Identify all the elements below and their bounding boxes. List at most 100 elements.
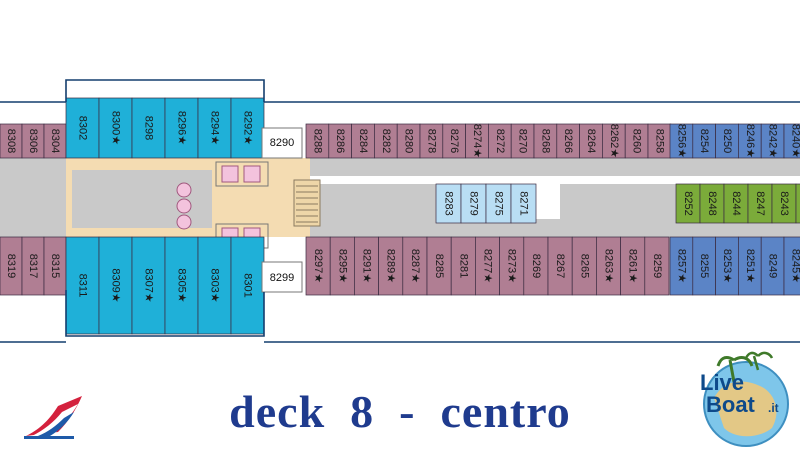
svg-text:8317: 8317 <box>27 254 39 278</box>
cabin-8306: 8306 <box>21 123 45 159</box>
cabin-8252: 8252 <box>675 183 701 224</box>
cabin-8294: 8294★ <box>197 97 232 159</box>
cabin-8287: 8287★ <box>402 236 428 296</box>
cabin-8302: 8302 <box>65 97 100 159</box>
hull-outline <box>0 79 800 343</box>
svg-text:8249: 8249 <box>767 254 779 278</box>
svg-text:8259: 8259 <box>651 254 663 278</box>
cabin-8279: 8279 <box>460 183 487 224</box>
svg-text:8263★: 8263★ <box>603 249 615 283</box>
svg-text:8279: 8279 <box>468 191 480 215</box>
watermark-boat: Boat <box>706 392 756 417</box>
cabin-8295: 8295★ <box>329 236 355 296</box>
svg-text:8282: 8282 <box>380 129 392 153</box>
cabin-8268: 8268 <box>533 123 558 159</box>
svg-text:8287★: 8287★ <box>409 249 421 283</box>
svg-text:8242★: 8242★ <box>767 124 779 158</box>
svg-text:8268: 8268 <box>539 129 551 153</box>
svg-text:8244: 8244 <box>730 191 742 215</box>
svg-text:8319: 8319 <box>5 254 17 278</box>
cabin-8291: 8291★ <box>354 236 379 296</box>
cabin-8258: 8258 <box>647 123 672 159</box>
cabin-8259: 8259 <box>644 236 670 296</box>
svg-text:8253★: 8253★ <box>721 249 733 283</box>
svg-text:8276: 8276 <box>448 129 460 153</box>
svg-text:8301: 8301 <box>242 273 254 297</box>
svg-text:8280: 8280 <box>403 129 415 153</box>
cabin-8284: 8284 <box>351 123 375 159</box>
cabin-8308: 8308 <box>0 123 23 159</box>
cabin-8276: 8276 <box>442 123 466 159</box>
cabin-8317: 8317 <box>21 236 45 296</box>
cabin-8281: 8281 <box>450 236 476 296</box>
svg-text:8267: 8267 <box>554 254 566 278</box>
svg-text:8291★: 8291★ <box>361 249 373 283</box>
svg-text:8296★: 8296★ <box>176 111 188 145</box>
svg-text:8307★: 8307★ <box>143 268 155 302</box>
svg-text:8254: 8254 <box>698 129 710 153</box>
svg-text:8277★: 8277★ <box>482 249 494 283</box>
liveboat-globe-logo: Live Boat .it <box>700 351 789 447</box>
cabin-8242: 8242★ <box>760 123 785 159</box>
cabin-8243: 8243 <box>771 183 797 224</box>
cabin-8256: 8256★ <box>669 123 694 159</box>
svg-text:8294★: 8294★ <box>209 111 221 145</box>
svg-text:8285: 8285 <box>433 254 445 278</box>
svg-text:8311: 8311 <box>77 274 89 298</box>
cabin-8260: 8260 <box>624 123 649 159</box>
svg-text:8315: 8315 <box>49 254 61 278</box>
svg-text:8281: 8281 <box>457 254 469 278</box>
svg-text:8303★: 8303★ <box>209 268 221 302</box>
svg-text:8255: 8255 <box>698 254 710 278</box>
deck-title: deck 8 - centro <box>229 386 571 437</box>
svg-text:8261★: 8261★ <box>627 249 639 283</box>
cabin-8301: 8301 <box>230 236 265 335</box>
cabin-8267: 8267 <box>547 236 573 296</box>
cabin-8246: 8246★ <box>738 123 762 159</box>
svg-text:8273★: 8273★ <box>506 249 518 283</box>
cabin-8248: 8248 <box>699 183 725 224</box>
cabin-8298: 8298 <box>131 97 166 159</box>
svg-text:8245★: 8245★ <box>789 249 800 283</box>
svg-text:8274★: 8274★ <box>471 124 483 158</box>
cabin-8272: 8272 <box>488 123 512 159</box>
cabin-8297: 8297★ <box>305 236 331 296</box>
svg-text:8269: 8269 <box>530 254 542 278</box>
cabin-8274: 8274★ <box>465 123 489 159</box>
cabin-8257: 8257★ <box>669 236 694 296</box>
svg-text:8265: 8265 <box>578 254 590 278</box>
cabin-8273: 8273★ <box>499 236 525 296</box>
service-room-top <box>261 127 303 159</box>
cabin-8303: 8303★ <box>197 236 232 335</box>
corridor-inner-right <box>320 184 436 223</box>
svg-text:8304: 8304 <box>49 129 61 153</box>
cabin-8255: 8255 <box>692 236 716 296</box>
cabin-8311: 8311 <box>65 236 100 335</box>
cabin-8245: 8245★ <box>783 236 800 296</box>
cabin-8264: 8264 <box>579 123 603 159</box>
cabin-8300: 8300★ <box>98 97 133 159</box>
corridor-inner-far <box>560 184 676 223</box>
carnival-funnel-logo <box>24 396 82 439</box>
svg-text:8283: 8283 <box>443 191 455 215</box>
cabin-8261: 8261★ <box>620 236 646 296</box>
svg-text:8248: 8248 <box>706 191 718 215</box>
svg-text:8251★: 8251★ <box>744 249 756 283</box>
svg-text:8300★: 8300★ <box>110 111 122 145</box>
corridor-inner-left <box>0 176 66 219</box>
cabin-8265: 8265 <box>571 236 597 296</box>
corridor-inner-mid <box>72 170 212 228</box>
cabin-8240: 8240★ <box>783 123 800 159</box>
svg-text:8260: 8260 <box>631 129 643 153</box>
cabin-8278: 8278 <box>419 123 444 159</box>
cabin-8239: 8239 <box>795 183 800 224</box>
cabin-8251: 8251★ <box>738 236 762 296</box>
cabin-8249: 8249 <box>760 236 785 296</box>
cabin-8319: 8319 <box>0 236 23 296</box>
svg-text:8286: 8286 <box>334 129 346 153</box>
svg-text:8252: 8252 <box>682 191 694 215</box>
cabin-8285: 8285 <box>426 236 452 296</box>
svg-text:8250: 8250 <box>721 129 733 153</box>
svg-text:8247: 8247 <box>754 191 766 215</box>
cabin-8280: 8280 <box>396 123 421 159</box>
